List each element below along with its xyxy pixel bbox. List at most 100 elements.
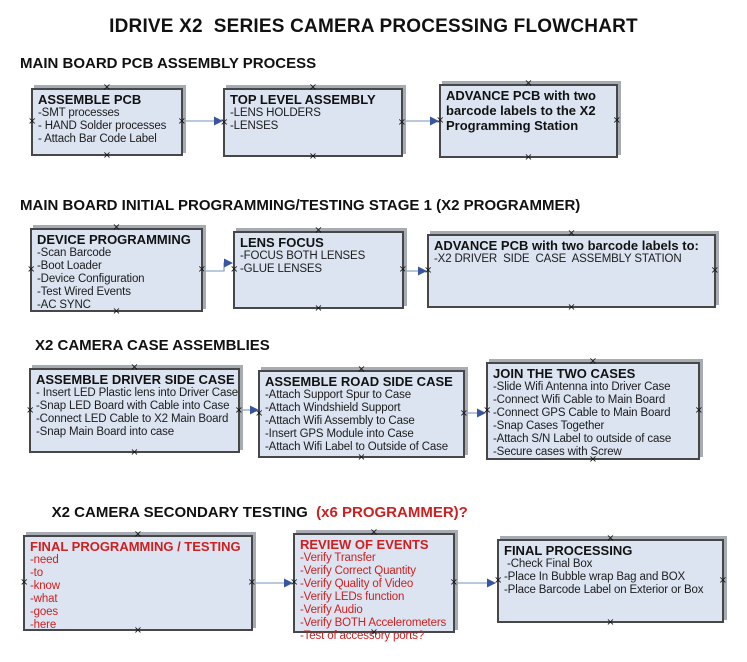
- flow-box-item: -Test of accessory ports?: [300, 630, 425, 642]
- flow-box-device-programming[interactable]: DEVICE PROGRAMMING -Scan Barcode-Boot Lo…: [27, 223, 206, 317]
- flow-box-item: -Test Wired Events: [37, 286, 131, 298]
- flow-box-lens-focus[interactable]: LENS FOCUS -FOCUS BOTH LENSES-GLUE LENSE…: [230, 226, 407, 314]
- flow-box-items: -LENS HOLDERS-LENSES: [230, 107, 396, 133]
- flow-box-items: - Insert LED Plastic lens into Driver Ca…: [36, 387, 239, 439]
- connection-point-icon: ×: [28, 116, 37, 127]
- connection-point-icon: ×: [308, 151, 318, 162]
- flow-box-assemble-driver-side-case[interactable]: ASSEMBLE DRIVER SIDE CASE - Insert LED P…: [26, 363, 243, 458]
- flow-box-item: -Insert GPS Module into Case: [265, 428, 414, 440]
- flow-box-item: - HAND Solder processes: [38, 120, 167, 132]
- connection-point-icon: ×: [718, 575, 727, 586]
- connection-point-icon: ×: [606, 617, 615, 628]
- flow-box-item: -Verify BOTH Accelerometers: [300, 617, 447, 629]
- section-header-initial-programming: MAIN BOARD INITIAL PROGRAMMING/TESTING S…: [20, 197, 581, 214]
- flow-box-review-of-events[interactable]: REVIEW OF EVENTS -Verify Transfer-Verify…: [290, 528, 458, 643]
- flow-box-title: LENS FOCUS: [240, 235, 324, 250]
- flow-box-items: -FOCUS BOTH LENSES-GLUE LENSES: [240, 250, 397, 276]
- flow-box-item: -Place Barcode Label on Exterior or Box: [504, 584, 704, 596]
- flow-box-item: - Insert LED Plastic lens into Driver Ca…: [36, 387, 239, 399]
- connector-lens-focus-to-advance-pcb[interactable]: [405, 265, 427, 277]
- flow-box-items: -SMT processes- HAND Solder processes- A…: [38, 107, 176, 146]
- section-header-case-assemblies: X2 CAMERA CASE ASSEMBLIES: [35, 337, 270, 354]
- connector-assemble-pcb-to-top-level[interactable]: [184, 115, 223, 127]
- connector-driver-case-to-road-case[interactable]: [241, 404, 259, 416]
- flow-box-item: -X2 DRIVER SIDE CASE ASSEMBLY STATION: [434, 253, 682, 265]
- flow-box-items: -Attach Support Spur to Case-Attach Wind…: [265, 389, 458, 454]
- flow-box-item: -Verify Quality of Video: [300, 578, 414, 590]
- connector-device-programming-to-lens-focus[interactable]: [204, 257, 234, 277]
- flow-box-item: -Attach Windshield Support: [265, 402, 401, 414]
- section-header-pcb-assembly: MAIN BOARD PCB ASSEMBLY PROCESS: [20, 55, 317, 72]
- flow-box-item: -Connect Wifi Cable to Main Board: [493, 394, 666, 406]
- flow-box-title: FINAL PROGRAMMING / TESTING: [30, 539, 241, 554]
- flow-box-final-programming-testing[interactable]: FINAL PROGRAMMING / TESTING -need-to-kno…: [20, 530, 256, 636]
- connector-final-programming-to-review[interactable]: [254, 577, 293, 589]
- connection-point-icon: ×: [710, 265, 719, 276]
- connection-point-icon: ×: [27, 264, 36, 275]
- flow-box-item: -Snap Main Board into case: [36, 426, 175, 438]
- flow-box-final-processing[interactable]: FINAL PROCESSING -Check Final Box-Place …: [494, 534, 727, 628]
- flow-box-item: -here: [30, 619, 57, 631]
- flow-box-top-level-assembly[interactable]: TOP LEVEL ASSEMBLY -LENS HOLDERS-LENSES …: [220, 83, 406, 162]
- flow-box-item: -Place In Bubble wrap Bag and BOX: [504, 571, 686, 583]
- flow-box-item: -LENS HOLDERS: [230, 107, 321, 119]
- flow-box-item: -FOCUS BOTH LENSES: [240, 250, 366, 262]
- page-title: IDRIVE X2 SERIES CAMERA PROCESSING FLOWC…: [109, 16, 638, 37]
- flow-box-item: -AC SYNC: [37, 299, 91, 311]
- flow-box-item: -Snap LED Board with Cable into Case: [36, 400, 230, 412]
- flow-box-title: DEVICE PROGRAMMING: [37, 232, 191, 247]
- flow-box-item: -Snap Cases Together: [493, 420, 605, 432]
- flow-box-items: -Slide Wifi Antenna into Driver Case-Con…: [493, 381, 693, 459]
- connection-point-icon: ×: [314, 303, 323, 314]
- flow-box-title: FINAL PROCESSING: [504, 543, 633, 558]
- flow-box-title: JOIN THE TWO CASES: [493, 366, 636, 381]
- flow-box-title: TOP LEVEL ASSEMBLY: [230, 92, 376, 107]
- flow-box-item: -Boot Loader: [37, 260, 102, 272]
- connector-road-case-to-join-cases[interactable]: [466, 407, 486, 419]
- flow-box-items: -X2 DRIVER SIDE CASE ASSEMBLY STATION: [434, 253, 709, 266]
- flow-box-item: -Verify Correct Quantity: [300, 565, 416, 577]
- flow-box-title: REVIEW OF EVENTS: [300, 537, 429, 552]
- flow-box-advance-pcb-programming-station[interactable]: ADVANCE PCB with two barcode labels to t…: [436, 79, 621, 163]
- flow-box-title: ASSEMBLE DRIVER SIDE CASE: [36, 372, 235, 387]
- flow-box-items: -Verify Transfer-Verify Correct Quantity…: [300, 552, 448, 643]
- connector-review-to-final-processing[interactable]: [456, 577, 496, 589]
- section-header-secondary-testing: X2 CAMERA SECONDARY TESTING (x6 PROGRAMM…: [35, 487, 468, 538]
- flow-box-item: -Slide Wifi Antenna into Driver Case: [493, 381, 671, 393]
- flow-box-join-the-two-cases[interactable]: JOIN THE TWO CASES -Slide Wifi Antenna i…: [483, 357, 703, 465]
- flow-box-item: -goes: [30, 606, 59, 618]
- connection-point-icon: ×: [567, 302, 576, 313]
- flow-box-item: -Attach Support Spur to Case: [265, 389, 412, 401]
- connection-point-icon: ×: [26, 404, 35, 416]
- flow-box-items: -Check Final Box-Place In Bubble wrap Ba…: [504, 558, 717, 597]
- flow-box-items: -need-to-know-what-goes-here: [30, 554, 246, 632]
- connection-point-icon: ×: [524, 152, 533, 163]
- flow-box-item: -Secure cases with Screw: [493, 446, 622, 458]
- section-header-secondary-testing-black: X2 CAMERA SECONDARY TESTING: [51, 504, 312, 521]
- flow-box-items: -Scan Barcode-Boot Loader-Device Configu…: [37, 247, 196, 312]
- flow-box-item: -Verify Transfer: [300, 552, 376, 564]
- flow-box-item: -SMT processes: [38, 107, 120, 119]
- flow-box-title: ADVANCE PCB with two barcode labels to t…: [446, 88, 596, 133]
- flow-box-item: -Device Configuration: [37, 273, 145, 285]
- connection-point-icon: ×: [357, 452, 366, 463]
- flow-box-item: -Attach S/N Label to outside of case: [493, 433, 672, 445]
- flow-box-item: -Connect GPS Cable to Main Board: [493, 407, 671, 419]
- flow-box-item: -Verify LEDs function: [300, 591, 405, 603]
- flow-box-item: -Attach Wifi Label to Outside of Case: [265, 441, 449, 453]
- flow-box-assemble-pcb[interactable]: ASSEMBLE PCB -SMT processes- HAND Solder…: [28, 83, 186, 161]
- flow-box-advance-pcb-driver-side[interactable]: ADVANCE PCB with two barcode labels to: …: [424, 229, 719, 313]
- connection-point-icon: ×: [102, 150, 112, 161]
- flow-box-item: -to: [30, 567, 43, 579]
- flow-box-title: ADVANCE PCB with two barcode labels to:: [434, 238, 699, 253]
- section-header-secondary-testing-red: (x6 PROGRAMMER)?: [311, 504, 468, 521]
- flow-box-item: -LENSES: [230, 120, 279, 132]
- flow-box-item: -Check Final Box: [504, 558, 593, 570]
- flow-box-item: -know: [30, 580, 60, 592]
- flow-box-assemble-road-side-case[interactable]: ASSEMBLE ROAD SIDE CASE -Attach Support …: [255, 365, 468, 463]
- flow-box-item: - Attach Bar Code Label: [38, 133, 157, 145]
- connection-point-icon: ×: [612, 115, 621, 126]
- connector-top-level-to-advance-pcb[interactable]: [404, 115, 439, 127]
- flow-box-item: -Attach Wifi Assembly to Case: [265, 415, 415, 427]
